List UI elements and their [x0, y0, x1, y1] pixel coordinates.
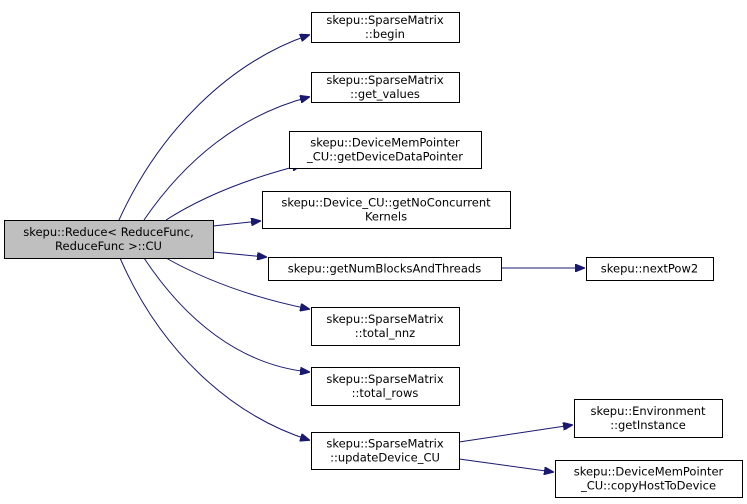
node-label-line: Kernels — [365, 210, 407, 224]
node-copyHostToDevice[interactable]: skepu::DeviceMemPointer_CU::copyHostToDe… — [555, 460, 743, 498]
edge-updateDevice_CU-to-getInstance — [458, 425, 572, 443]
edge-root-to-getNoConcurrentKernels — [212, 221, 260, 227]
node-label-line: skepu::Environment — [590, 404, 706, 418]
node-label-line: skepu::SparseMatrix — [326, 13, 443, 27]
edge-line — [143, 97, 309, 221]
node-label-line: skepu::Reduce< ReduceFunc, — [23, 225, 194, 239]
edge-line — [143, 257, 309, 372]
node-getDeviceDataPointer[interactable]: skepu::DeviceMemPointer_CU::getDeviceDat… — [289, 131, 482, 169]
edge-root-to-updateDevice_CU — [119, 257, 309, 440]
edge-root-to-total_rows — [143, 257, 309, 372]
node-box — [555, 460, 743, 498]
node-box — [586, 257, 714, 281]
edge-updateDevice_CU-to-copyHostToDevice — [458, 458, 553, 472]
node-label-line: ::updateDevice_CU — [330, 451, 440, 465]
edge-line — [212, 221, 260, 227]
node-box — [311, 367, 460, 406]
node-label-line: ReduceFunc >::CU — [55, 239, 162, 253]
node-box — [311, 72, 460, 103]
edge-line — [119, 257, 309, 440]
edge-line — [458, 458, 553, 472]
edges-layer — [118, 35, 584, 472]
node-label-line: skepu::DeviceMemPointer — [310, 136, 460, 150]
node-box — [311, 307, 460, 346]
node-box — [311, 12, 460, 43]
edge-root-to-total_nnz — [165, 257, 309, 309]
node-label-line: skepu::SparseMatrix — [326, 437, 443, 451]
node-box — [4, 220, 214, 259]
edge-line — [458, 425, 572, 443]
node-box — [311, 432, 460, 470]
node-label-line: ::getInstance — [610, 418, 686, 432]
edge-line — [118, 35, 309, 221]
edge-root-to-getDeviceDataPointer — [165, 165, 301, 221]
node-label-line: skepu::SparseMatrix — [326, 372, 443, 386]
edge-root-to-get_values — [143, 97, 309, 221]
node-label-line: skepu::DeviceMemPointer — [574, 465, 724, 479]
node-box — [268, 257, 502, 281]
edge-line — [165, 257, 309, 309]
edge-line — [212, 251, 266, 257]
node-label-line: _CU::copyHostToDevice — [580, 479, 716, 493]
node-label-line: ::total_nnz — [355, 326, 415, 340]
node-label-line: skepu::SparseMatrix — [326, 73, 443, 87]
edge-root-to-getNumBlocksAndThreads — [212, 251, 266, 257]
node-begin[interactable]: skepu::SparseMatrix::begin — [311, 12, 460, 43]
edge-root-to-begin — [118, 35, 309, 221]
node-label-line: _CU::getDeviceDataPointer — [306, 150, 463, 164]
node-box — [289, 131, 482, 169]
node-nextPow2[interactable]: skepu::nextPow2 — [586, 257, 714, 281]
node-total_nnz[interactable]: skepu::SparseMatrix::total_nnz — [311, 307, 460, 346]
node-label-line: skepu::SparseMatrix — [326, 312, 443, 326]
node-getNumBlocksAndThreads[interactable]: skepu::getNumBlocksAndThreads — [268, 257, 502, 281]
node-updateDevice_CU[interactable]: skepu::SparseMatrix::updateDevice_CU — [311, 432, 460, 470]
node-root: skepu::Reduce< ReduceFunc,ReduceFunc >::… — [4, 220, 214, 259]
node-label-line: ::begin — [365, 27, 405, 41]
node-label-line: skepu::nextPow2 — [601, 262, 698, 276]
node-label-line: skepu::Device_CU::getNoConcurrent — [281, 196, 491, 210]
edge-line — [165, 165, 301, 221]
node-total_rows[interactable]: skepu::SparseMatrix::total_rows — [311, 367, 460, 406]
node-label-line: skepu::getNumBlocksAndThreads — [288, 262, 481, 276]
node-box — [262, 191, 511, 229]
node-box — [574, 399, 723, 438]
node-getInstance[interactable]: skepu::Environment::getInstance — [574, 399, 723, 438]
node-get_values[interactable]: skepu::SparseMatrix::get_values — [311, 72, 460, 103]
node-label-line: ::get_values — [350, 87, 420, 101]
nodes-layer: skepu::Reduce< ReduceFunc,ReduceFunc >::… — [4, 12, 743, 498]
node-label-line: ::total_rows — [352, 386, 419, 400]
